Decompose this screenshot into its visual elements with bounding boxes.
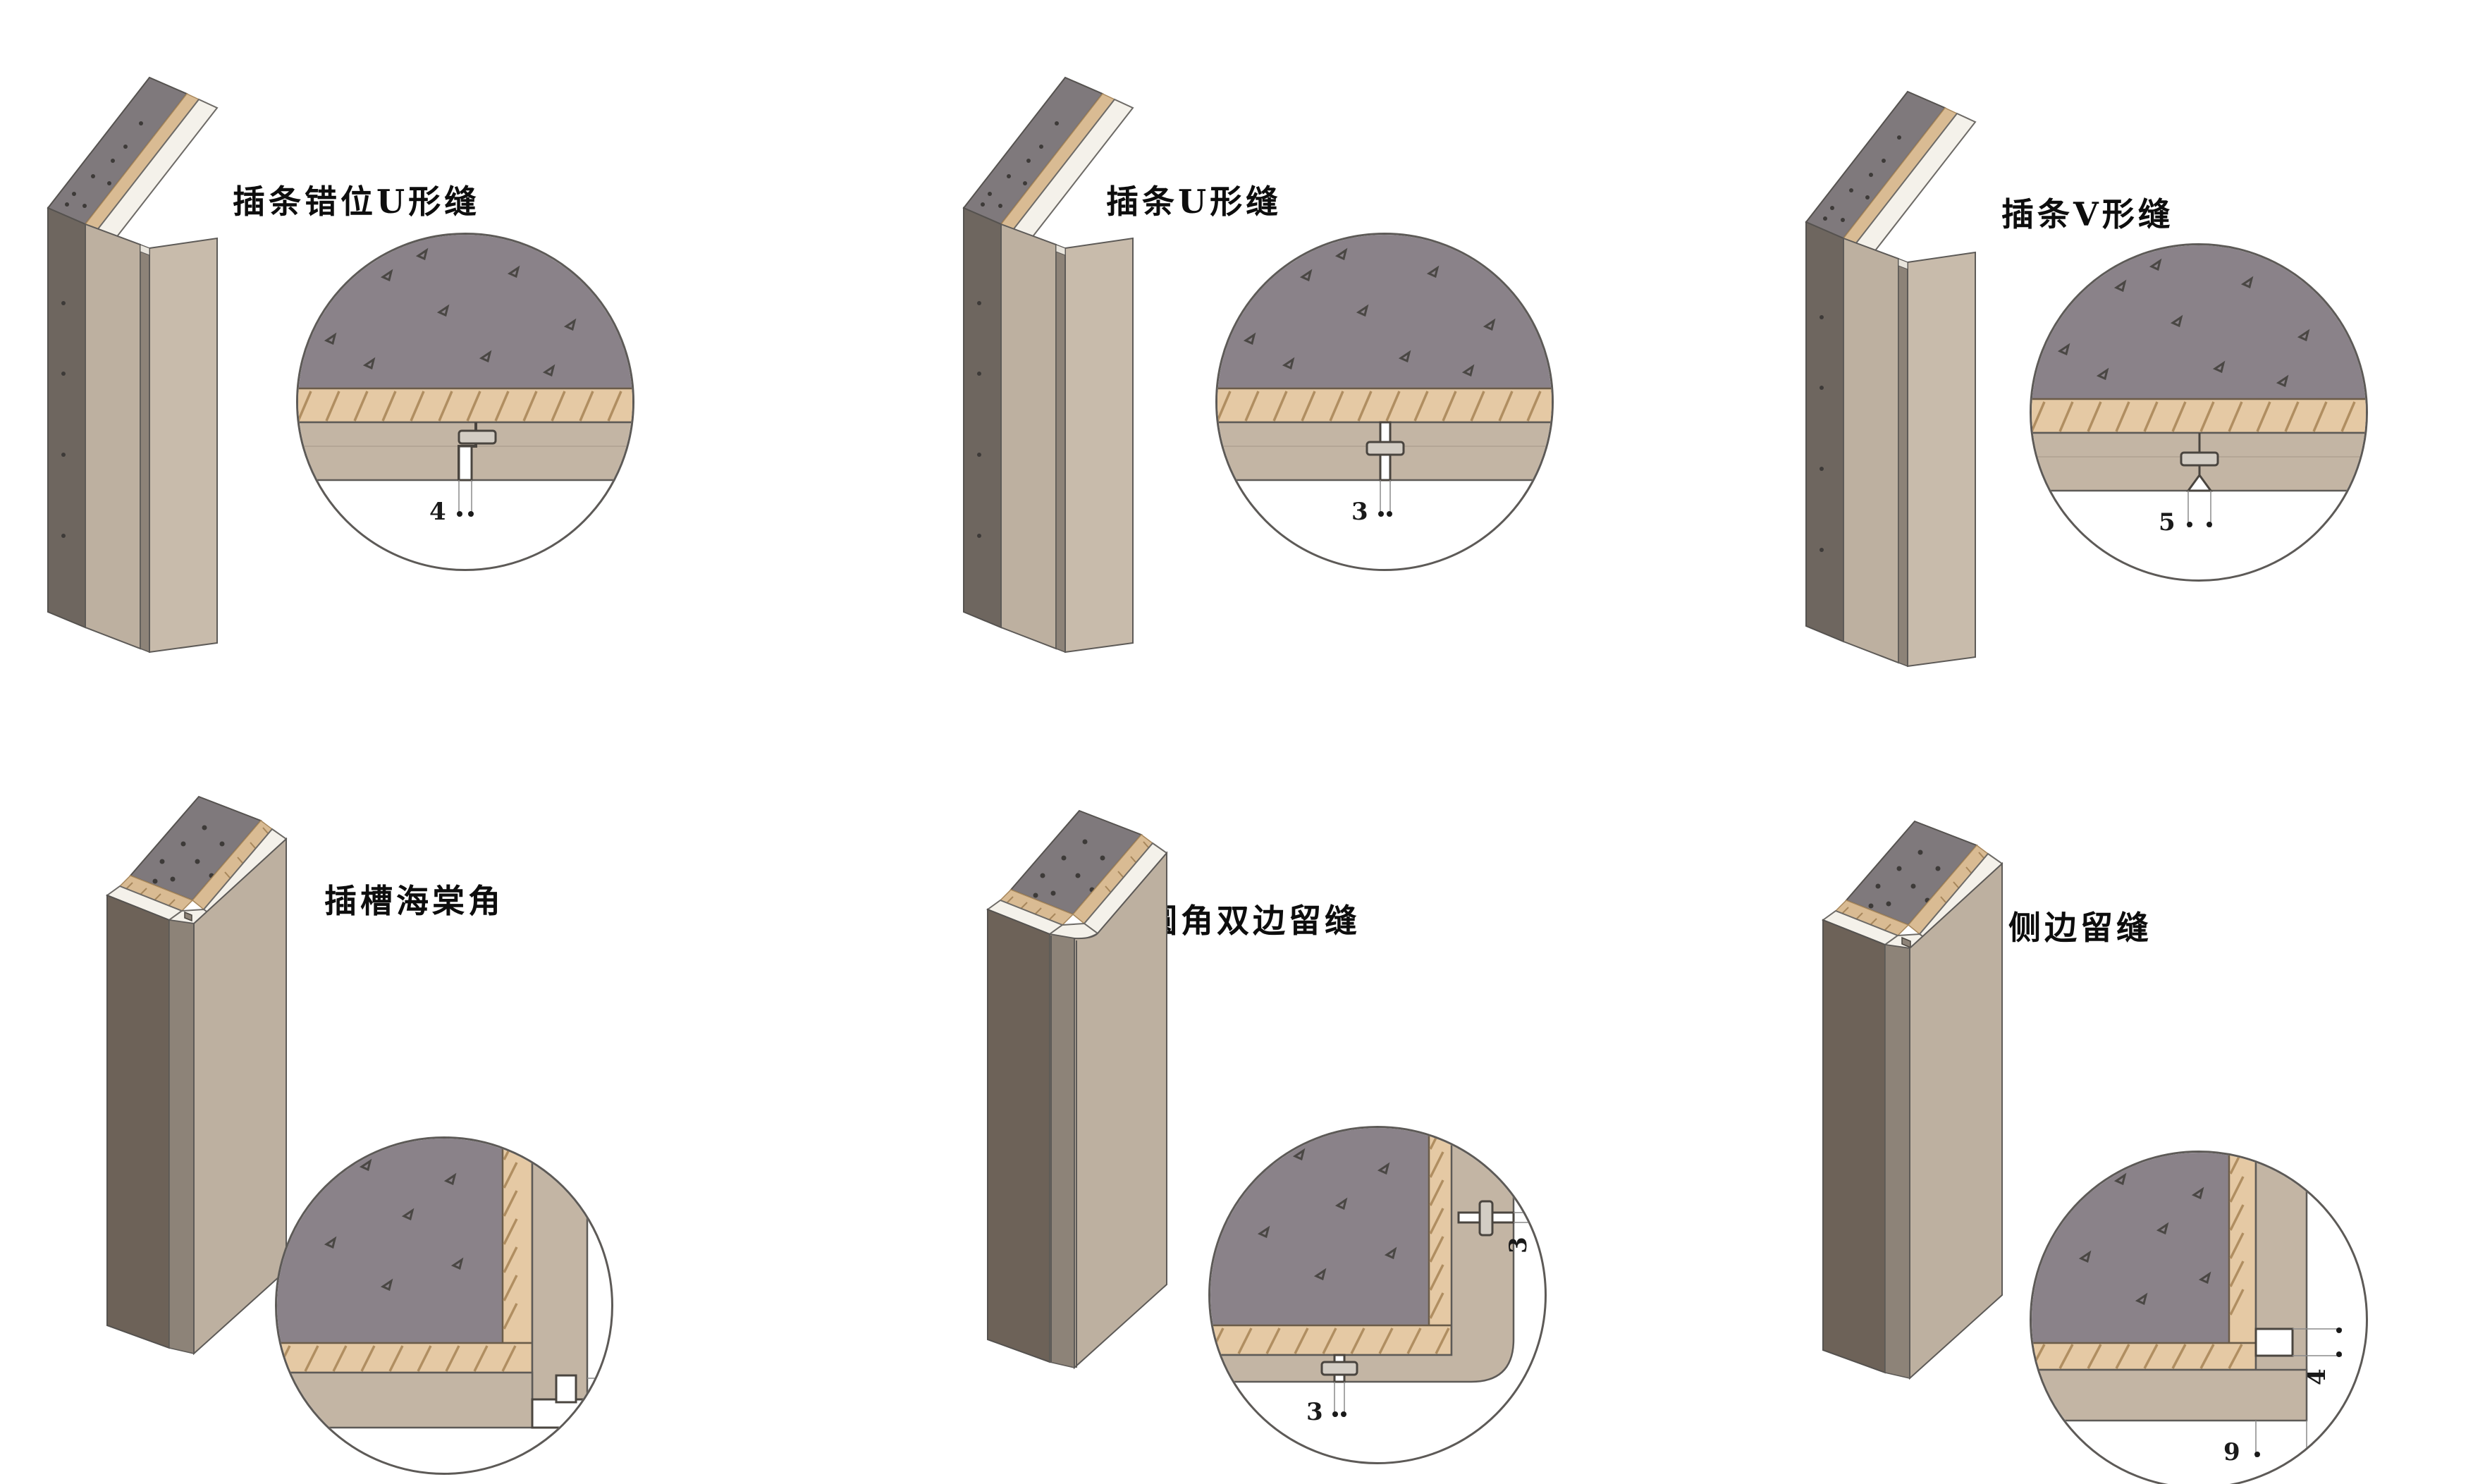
- panel-figure-2: 插条U形缝: [824, 0, 1648, 742]
- isometric-corner-model-6: [1808, 802, 2040, 1387]
- detail-callout-5: 3 3: [1208, 1126, 1547, 1464]
- panel-title-4: 插槽海棠角: [324, 882, 504, 920]
- panel-figure-5: 圆角双边留缝: [824, 742, 1648, 1483]
- dimension-label-3-0: 5: [2159, 508, 2176, 536]
- panel-figure-4: 插槽海棠角: [0, 742, 824, 1483]
- isometric-panel-model-2: [958, 70, 1191, 656]
- dimension-label-4-0: 6: [528, 1442, 545, 1471]
- panel-figure-6: 侧边留缝: [1649, 742, 2473, 1484]
- dimension-label-6-1: 4: [2303, 1368, 2331, 1385]
- isometric-corner-model-4: [92, 777, 324, 1362]
- panel-title-3: 插条V形缝: [2001, 195, 2174, 233]
- detail-callout-4: 6 6: [275, 1136, 613, 1475]
- isometric-corner-model-5: [972, 791, 1205, 1376]
- isometric-panel-model-1: [42, 70, 275, 656]
- detail-callout-2: 3: [1215, 233, 1554, 571]
- panel-title-2: 插条U形缝: [1106, 183, 1282, 221]
- panel-title-1: 插条错位U形缝: [233, 183, 481, 221]
- panel-title-6: 侧边留缝: [2008, 909, 2152, 947]
- detail-callout-3: 5: [2030, 243, 2368, 582]
- dimension-label-4-1: 6: [574, 1418, 602, 1435]
- detail-callout-6: 4 9: [2030, 1151, 2368, 1484]
- detail-callout-1: 4: [296, 233, 634, 571]
- isometric-panel-model-3: [1800, 85, 2033, 670]
- panel-figure-1: 插条错位U形缝: [0, 0, 824, 742]
- dimension-label-5-0: 3: [1306, 1398, 1323, 1426]
- panel-figure-3: 插条V形缝: [1649, 0, 2473, 742]
- dimension-label-1-0: 4: [429, 498, 446, 526]
- dimension-label-5-1: 3: [1504, 1237, 1533, 1253]
- dimension-label-2-0: 3: [1351, 498, 1368, 526]
- dimension-label-6-0: 9: [2223, 1438, 2240, 1466]
- panel-title-5: 圆角双边留缝: [1145, 902, 1361, 940]
